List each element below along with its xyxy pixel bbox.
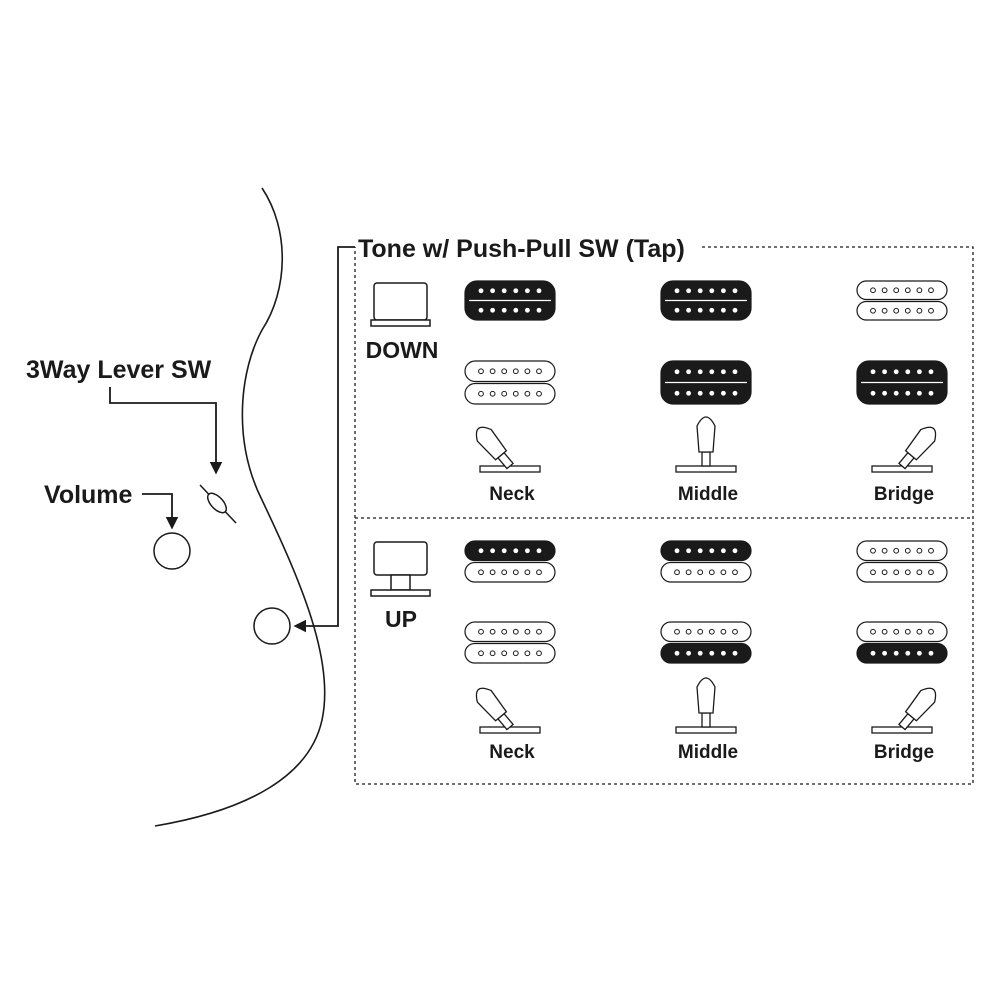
tone-panel-title: Tone w/ Push-Pull SW (Tap) xyxy=(358,235,685,263)
position-label-down-bridge: Bridge xyxy=(874,484,934,505)
lever-down-bridge-icon xyxy=(871,426,937,473)
volume-leader xyxy=(142,493,179,530)
tone-panel-border xyxy=(354,246,974,785)
pickup-down-bridge-lower xyxy=(856,360,948,405)
pickup-up-neck-lower xyxy=(464,621,556,664)
position-label-down-neck: Neck xyxy=(489,484,535,505)
lever-switch-label: 3Way Lever SW xyxy=(26,356,212,384)
pickup-up-bridge-upper xyxy=(856,540,948,583)
pickup-down-neck-upper xyxy=(464,280,556,321)
pickup-down-bridge-upper xyxy=(856,280,948,321)
pickup-up-middle-upper xyxy=(660,540,752,583)
lever-switch-leader xyxy=(109,387,223,475)
lever-switch-icon xyxy=(199,484,237,524)
position-label-up-neck: Neck xyxy=(489,742,535,763)
position-label-up-middle: Middle xyxy=(678,742,738,763)
pickup-down-neck-lower xyxy=(464,360,556,405)
push-pull-up-icon xyxy=(370,541,431,597)
down-label: DOWN xyxy=(366,337,439,363)
lever-up-middle-icon xyxy=(675,677,737,734)
position-label-up-bridge: Bridge xyxy=(874,742,934,763)
volume-label: Volume xyxy=(44,481,133,509)
lever-up-bridge-icon xyxy=(871,687,937,734)
lever-down-neck-icon xyxy=(475,426,541,473)
pickup-down-middle-lower xyxy=(660,360,752,405)
pickup-up-middle-lower xyxy=(660,621,752,664)
pickup-up-bridge-lower xyxy=(856,621,948,664)
lever-down-middle-icon xyxy=(675,416,737,473)
guitar-body-outline xyxy=(154,187,326,827)
pickup-up-neck-upper xyxy=(464,540,556,583)
position-label-down-middle: Middle xyxy=(678,484,738,505)
tone-connector-line xyxy=(293,246,355,633)
volume-knob[interactable] xyxy=(153,532,191,570)
lever-up-neck-icon xyxy=(475,687,541,734)
push-pull-down-icon xyxy=(370,282,431,327)
tone-knob[interactable] xyxy=(253,607,291,645)
up-label: UP xyxy=(385,606,417,632)
pickup-down-middle-upper xyxy=(660,280,752,321)
